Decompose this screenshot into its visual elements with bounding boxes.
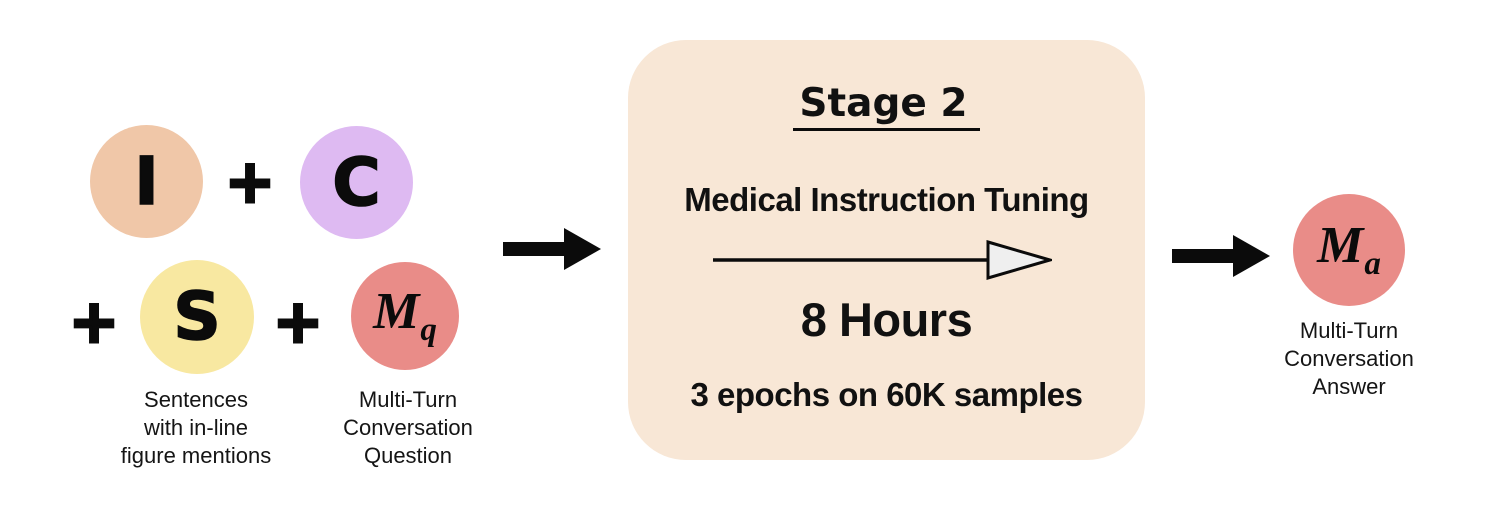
output-node-model-answer: Ma — [1293, 194, 1405, 306]
input-letter-c: C — [332, 143, 382, 221]
arrow-right-head-icon — [564, 228, 601, 270]
stage2-box: Stage 2 Medical Instruction Tuning 8 Hou… — [628, 40, 1145, 460]
sentences-caption: Sentences with in-line figure mentions — [120, 387, 272, 468]
stage2-title: Stage 2 — [628, 84, 1145, 131]
arrow-right-icon — [1172, 249, 1236, 263]
plus-icon: + — [67, 287, 120, 357]
stage2-title-text: Stage 2 — [793, 84, 980, 131]
input-letter-s: S — [172, 278, 221, 355]
stage2-duration-label: 8 Hours — [800, 293, 973, 346]
input-node-image: I — [90, 125, 203, 238]
stage2-task-label: Medical Instruction Tuning — [684, 181, 1089, 218]
model-question-symbol: Mq — [373, 282, 437, 348]
progress-arrow-icon — [713, 240, 1052, 280]
symbol-subscript-a: a — [1364, 245, 1381, 282]
arrow-right-icon — [503, 242, 567, 256]
input-letter-i: I — [133, 142, 159, 220]
input-node-model-question: Mq — [351, 262, 459, 370]
model-answer-symbol: Ma — [1317, 216, 1381, 282]
answer-caption: Multi-Turn Conversation Answer — [1284, 318, 1414, 399]
plus-icon: + — [271, 287, 324, 357]
symbol-m: M — [373, 282, 420, 340]
stage2-details-label: 3 epochs on 60K samples — [690, 376, 1084, 413]
input-node-sentences: S — [140, 260, 254, 374]
symbol-subscript-q: q — [420, 311, 437, 348]
question-caption: Multi-Turn Conversation Question — [343, 387, 473, 468]
symbol-m: M — [1317, 216, 1364, 274]
input-node-caption: C — [300, 126, 413, 239]
plus-icon: + — [223, 147, 276, 217]
arrow-right-head-icon — [1233, 235, 1270, 277]
